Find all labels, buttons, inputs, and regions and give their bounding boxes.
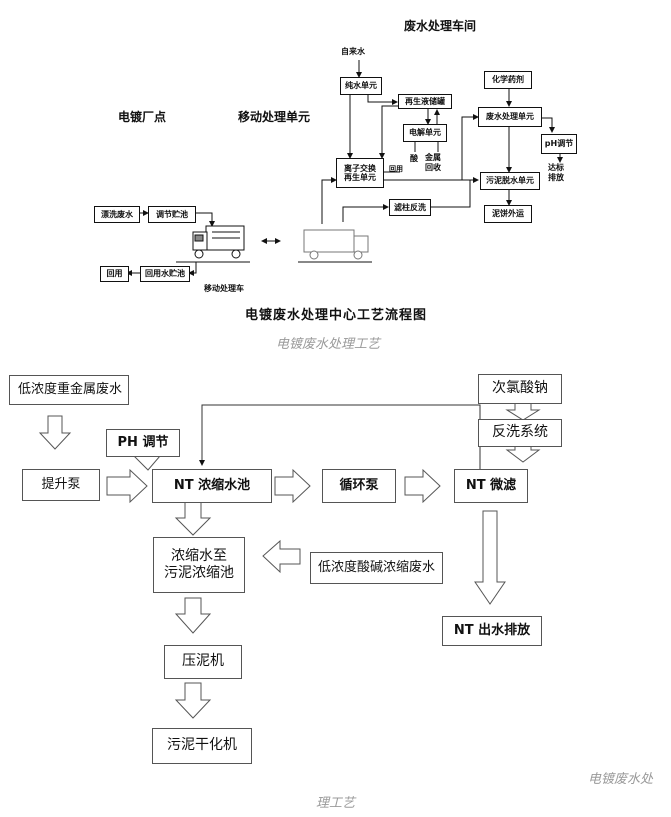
arrow-down-7 [474,510,506,605]
pure-water-unit: 纯水单元 [340,77,382,95]
arrow-right-2 [274,468,311,504]
mobile-truck-icon [192,225,245,259]
arrow-left-1 [262,539,301,574]
chemicals-box: 化学药剂 [484,71,532,89]
plant-label: 电镀厂点 [118,110,167,124]
arrow-right-3 [404,468,441,504]
nt-concentrate-tank-box: NT 浓缩水池 [152,469,272,503]
backwash-system-box: 反洗系统 [478,419,562,447]
lift-pump-box: 提升泵 [22,469,100,501]
sludge-dryer-box: 污泥干化机 [152,728,252,764]
acid-label: 酸 [410,154,418,163]
low-conc-metal-box: 低浓度重金属废水 [9,375,129,405]
arrow-down-5 [505,401,541,421]
filter-press-box: 压泥机 [164,645,242,679]
discharge-label: 达标 排放 [548,163,564,182]
arrow-right-1 [106,468,148,504]
sludge-cake-box: 泥饼外运 [484,205,532,223]
workshop-truck-icon [303,229,369,260]
metal-recovery-label: 金属 回收 [425,153,441,172]
ph-adjust-box: pH调节 [541,134,577,154]
rinse-water-box: 漂洗废水 [94,206,140,223]
reuse-tank-box: 回用水贮池 [140,266,190,282]
arrow-down-6 [505,444,541,463]
ph-adjust-callout: PH 调节 [106,429,180,457]
arrow-down-1 [38,415,72,450]
low-acid-alkali-box: 低浓度酸碱浓缩废水 [310,552,443,584]
diagram-caption: 电镀废水处理中心工艺流程图 [245,308,428,323]
workshop-title: 废水处理车间 [404,19,477,33]
reuse-small-label: 回用 [389,165,403,173]
circulation-pump-box: 循环泵 [322,469,396,503]
tap-water-label: 自来水 [341,47,365,56]
ion-exchange-unit: 离子交换 再生单元 [336,158,384,188]
reuse-box: 回用 [100,266,129,282]
arrow-down-2 [174,501,212,536]
watermark-2: 电镀废水处 [588,772,654,787]
backwash-unit: 滤柱反洗 [389,199,431,216]
nt-outlet-box: NT 出水排放 [442,616,542,646]
watermark-3: 理工艺 [316,796,356,811]
sludge-dewater-unit: 污泥脱水单元 [480,172,540,190]
hypochlorite-box: 次氯酸钠 [478,374,562,404]
adjust-tank-box: 调节贮池 [148,206,196,223]
watermark-1: 电镀废水处理工艺 [276,337,381,352]
electrolysis-unit: 电解单元 [403,124,447,142]
vehicle-label: 移动处理车 [204,284,244,293]
conc-to-sludge-box: 浓缩水至 污泥浓缩池 [153,537,245,593]
arrow-down-4 [174,682,212,719]
nt-microfilter-box: NT 微滤 [454,469,528,503]
wastewater-unit: 废水处理单元 [478,107,542,127]
arrow-down-3 [174,597,212,634]
mobile-unit-label: 移动处理单元 [238,110,311,124]
regen-tank: 再生液储罐 [398,94,452,109]
